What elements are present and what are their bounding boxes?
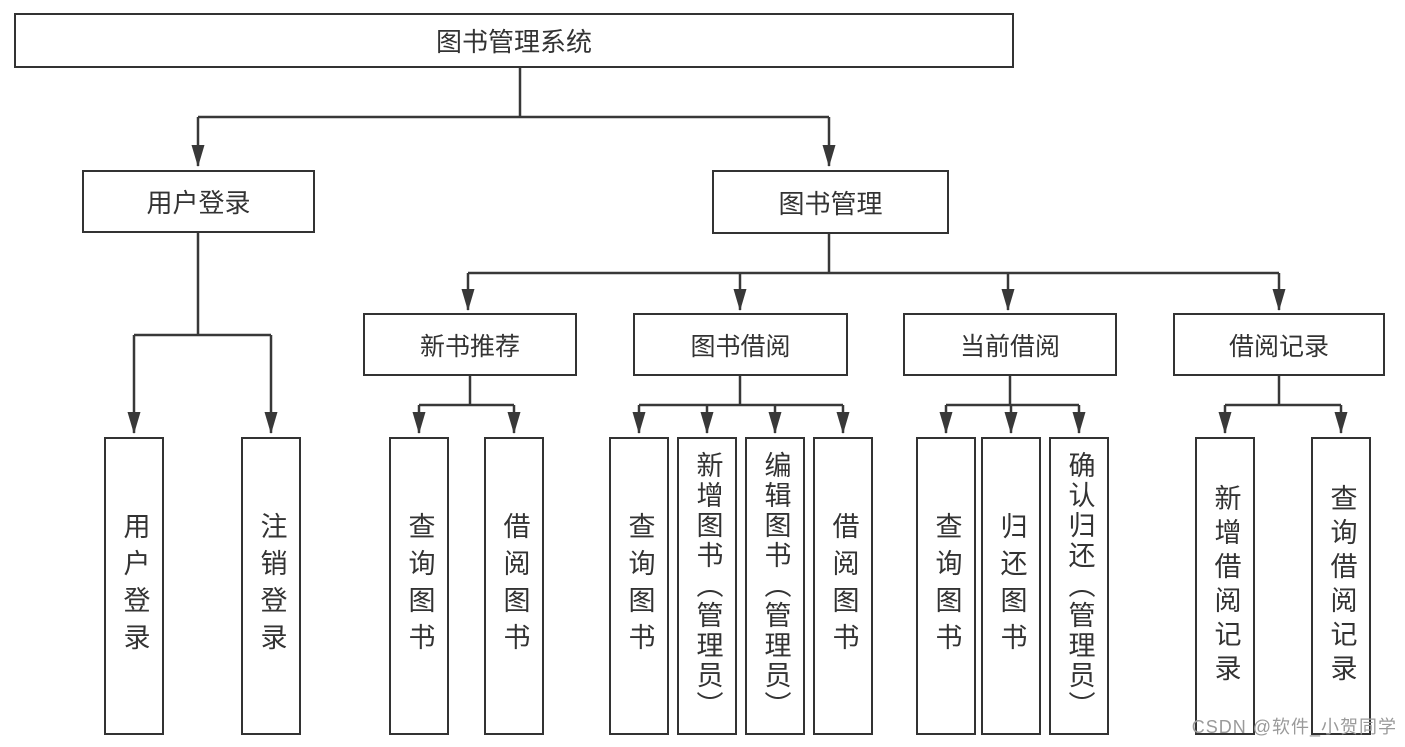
node-user-login: 用户登录 (82, 170, 315, 233)
leaf-add-borrow-record: 新增借阅记录 (1195, 437, 1255, 735)
leaf-borrow-books-recommend: 借阅图书 (484, 437, 544, 735)
leaf-label: 新增借阅记录 (1210, 484, 1241, 688)
arrow-lines (127, 117, 1348, 434)
leaf-user-login: 用户登录 (104, 437, 164, 735)
leaf-edit-books-admin: 编辑图书（管理员） (745, 437, 805, 735)
leaf-query-borrow-record: 查询借阅记录 (1311, 437, 1371, 735)
leaf-query-books-recommend: 查询图书 (389, 437, 449, 735)
trunk-and-branch-lines (134, 68, 1341, 407)
node-library-management-system: 图书管理系统 (14, 13, 1014, 68)
node-book-borrowing: 图书借阅 (633, 313, 848, 376)
leaf-query-books-borrow: 查询图书 (609, 437, 669, 735)
leaf-label: 编辑图书（管理员） (760, 451, 791, 721)
leaf-label: 归还图书 (996, 512, 1027, 660)
leaf-label: 查询借阅记录 (1326, 484, 1357, 688)
leaf-query-books-current: 查询图书 (916, 437, 976, 735)
leaf-label: 查询图书 (624, 512, 655, 660)
leaf-logout: 注销登录 (241, 437, 301, 735)
leaf-label: 新增图书（管理员） (692, 451, 723, 721)
node-borrowing-records: 借阅记录 (1173, 313, 1385, 376)
leaf-label: 注销登录 (256, 512, 287, 660)
leaf-label: 查询图书 (404, 512, 435, 660)
leaf-label: 借阅图书 (499, 512, 530, 660)
leaf-borrow-books: 借阅图书 (813, 437, 873, 735)
leaf-confirm-return-admin: 确认归还（管理员） (1049, 437, 1109, 735)
node-current-borrowing: 当前借阅 (903, 313, 1117, 376)
leaf-label: 借阅图书 (828, 512, 859, 660)
leaf-label: 确认归还（管理员） (1064, 451, 1095, 721)
node-book-management: 图书管理 (712, 170, 949, 234)
node-new-book-recommend: 新书推荐 (363, 313, 577, 376)
watermark: CSDN @软件_小贺同学 (1191, 717, 1397, 737)
leaf-label: 查询图书 (931, 512, 962, 660)
leaf-add-books-admin: 新增图书（管理员） (677, 437, 737, 735)
leaf-label: 用户登录 (119, 512, 150, 660)
leaf-return-books: 归还图书 (981, 437, 1041, 735)
